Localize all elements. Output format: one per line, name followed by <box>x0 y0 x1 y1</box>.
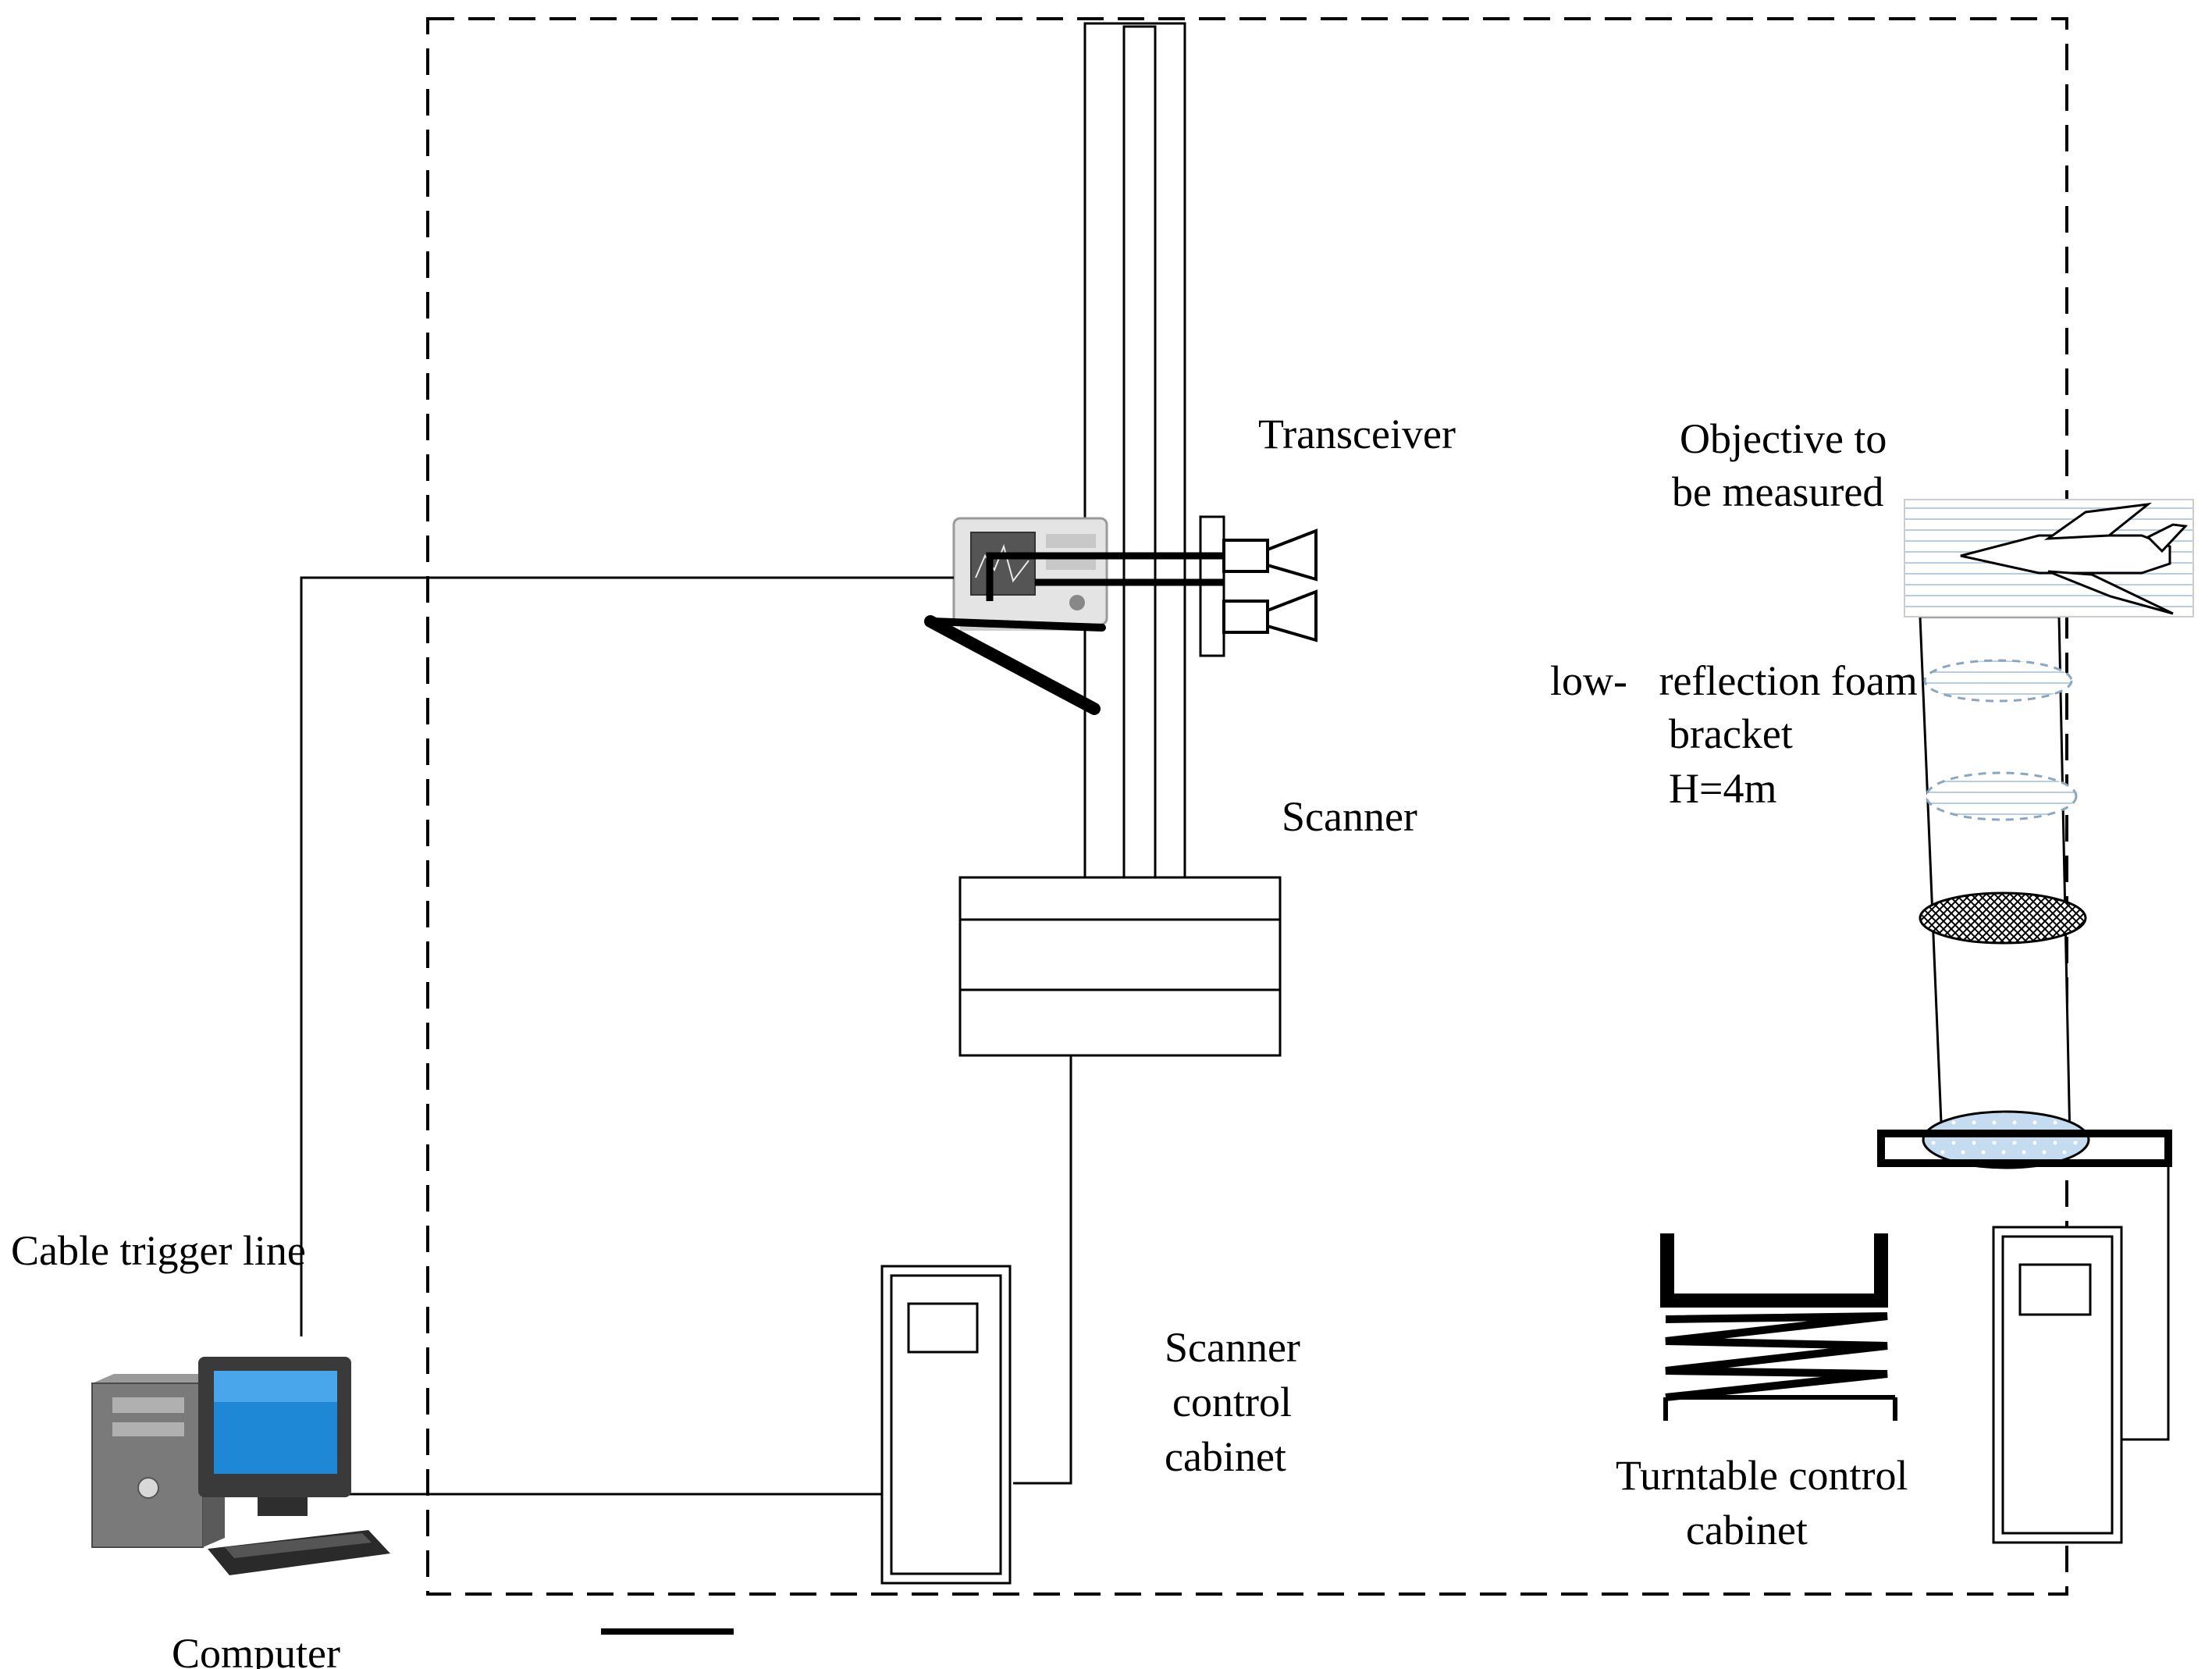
foam-bracket-label-line3: H=4m <box>1669 765 1776 812</box>
transceiver-bracket <box>924 615 1106 715</box>
cable-trigger-line <box>300 576 954 1336</box>
turntable-control-cabinet <box>1992 1226 2123 1544</box>
turntable-cabinet-label-line2: cabinet <box>1686 1507 1808 1553</box>
network-analyzer-icon <box>952 517 1108 631</box>
spring-icon <box>1660 1233 1897 1421</box>
objective-label-line1: Objective to <box>1680 415 1887 462</box>
scanner-cabinet-label-line3: cabinet <box>1165 1433 1286 1480</box>
desktop-computer-icon <box>91 1357 390 1575</box>
scanner-label: Scanner <box>1282 793 1417 840</box>
connection-lines <box>300 576 2170 1496</box>
rf-cables <box>986 552 1224 601</box>
scanner-column <box>1083 22 1186 896</box>
turntable-to-cabinet-line <box>2120 1133 2170 1441</box>
objective-label-line2: be measured <box>1672 468 1883 515</box>
foam-bracket-label-line1: low- reflection foam <box>1550 657 1918 704</box>
antenna-mount-plate <box>1199 515 1225 657</box>
aircraft-icon <box>1904 499 2194 617</box>
horn-antenna-icon <box>1222 528 1318 582</box>
transceiver-label: Transceiver <box>1258 411 1456 457</box>
foam-bracket <box>1919 615 2090 1169</box>
scanner-cabinet-label-line2: control <box>1172 1379 1292 1425</box>
computer-label: Computer <box>172 1630 340 1669</box>
cable-trigger-line-label: Cable trigger line <box>11 1227 306 1274</box>
foam-bracket-label-line2: bracket <box>1669 710 1793 757</box>
turntable-platform <box>1877 1130 2172 1167</box>
scanner-base <box>958 876 1282 1057</box>
chamber-boundary <box>426 17 2068 1596</box>
scanner-control-cabinet <box>880 1265 1012 1585</box>
horn-antenna-icon <box>1222 589 1318 642</box>
turntable-cabinet-label-line1: Turntable control <box>1616 1452 1908 1499</box>
scanner-cabinet-label-line1: Scanner <box>1165 1324 1300 1371</box>
scanner-to-cabinet-line <box>1013 1055 1072 1485</box>
